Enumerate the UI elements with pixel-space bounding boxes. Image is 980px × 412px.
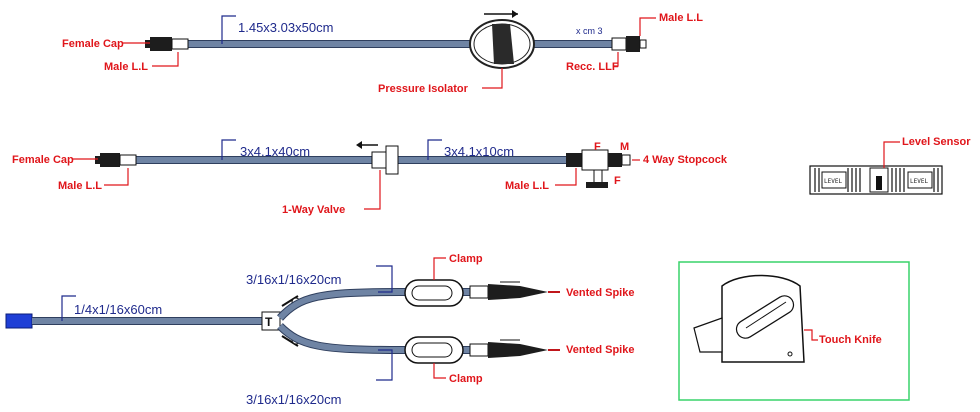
one-way-valve-label: 1-Way Valve [282, 204, 345, 216]
vented-spike-top-label: Vented Spike [566, 287, 634, 299]
row2-female-cap [95, 153, 137, 167]
clamp-top [404, 279, 464, 307]
row2-male-ll-right-label: Male L.L [505, 180, 549, 192]
row1-female-cap [145, 37, 189, 51]
row2-female-cap-label: Female Cap [12, 154, 74, 166]
row1-xcm-label: x cm 3 [576, 26, 603, 36]
touch-knife-label: Touch Knife [819, 334, 882, 346]
row1-recc-llf-label: Recc. LLF [566, 61, 619, 73]
blue-connector [5, 313, 33, 329]
row2-assembly: Female Cap Male L.L 3x4.1x40cm 1-Way Val… [12, 139, 728, 216]
row1-male-ll-left-label: Male L.L [104, 61, 148, 73]
level-sensor-left-text: LEVEL [824, 178, 842, 185]
row2-male-ll-left-label: Male L.L [58, 180, 102, 192]
row3-branch-bottom-dim-label: 3/16x1/16x20cm [246, 392, 341, 407]
level-sensor-label: Level Sensor [902, 136, 971, 148]
level-sensor-right-text: LEVEL [910, 178, 928, 185]
row3-branch-top-dim-label: 3/16x1/16x20cm [246, 272, 341, 287]
row3-main-tube-dim-label: 1/4x1/16x60cm [74, 302, 162, 317]
row3-branch-bottom-fill [277, 323, 401, 353]
row2-tube-dim-1-label: 3x4.1x40cm [240, 144, 310, 159]
stopcock-label: 4 Way Stopcock [643, 154, 728, 166]
row1-tube-dim-label: 1.45x3.03x50cm [238, 20, 333, 35]
svg-text:T: T [265, 315, 273, 329]
row3-branch-top-fill [277, 289, 401, 321]
level-sensor: LEVEL LEVEL Level Sensor [809, 136, 971, 195]
four-way-stopcock [566, 149, 631, 188]
row1-male-ll-right-connector [611, 36, 647, 52]
touch-knife-panel: Touch Knife [678, 261, 910, 401]
row1-male-ll-right-label: Male L.L [659, 12, 703, 24]
vented-spike-bottom-label: Vented Spike [566, 344, 634, 356]
stopcock-port-f1: F [594, 141, 601, 153]
row1-female-cap-label: Female Cap [62, 38, 124, 50]
clamp-top-label: Clamp [449, 253, 483, 265]
clamp-bottom-label: Clamp [449, 373, 483, 385]
row1-assembly: Female Cap Male L.L 1.45x3.03x50cm Press… [62, 10, 703, 95]
pressure-isolator-label: Pressure Isolator [378, 83, 469, 95]
pressure-isolator [469, 10, 535, 69]
vented-spike-top [469, 281, 560, 300]
clamp-bottom [404, 336, 464, 364]
stopcock-port-f2: F [614, 175, 621, 187]
row3-assembly: T [5, 253, 634, 407]
vented-spike-bottom [469, 339, 560, 358]
stopcock-port-m: M [620, 141, 629, 153]
touch-knife-frame [678, 261, 910, 401]
one-way-valve [356, 141, 399, 175]
row2-tube-dim-2-label: 3x4.1x10cm [444, 144, 514, 159]
